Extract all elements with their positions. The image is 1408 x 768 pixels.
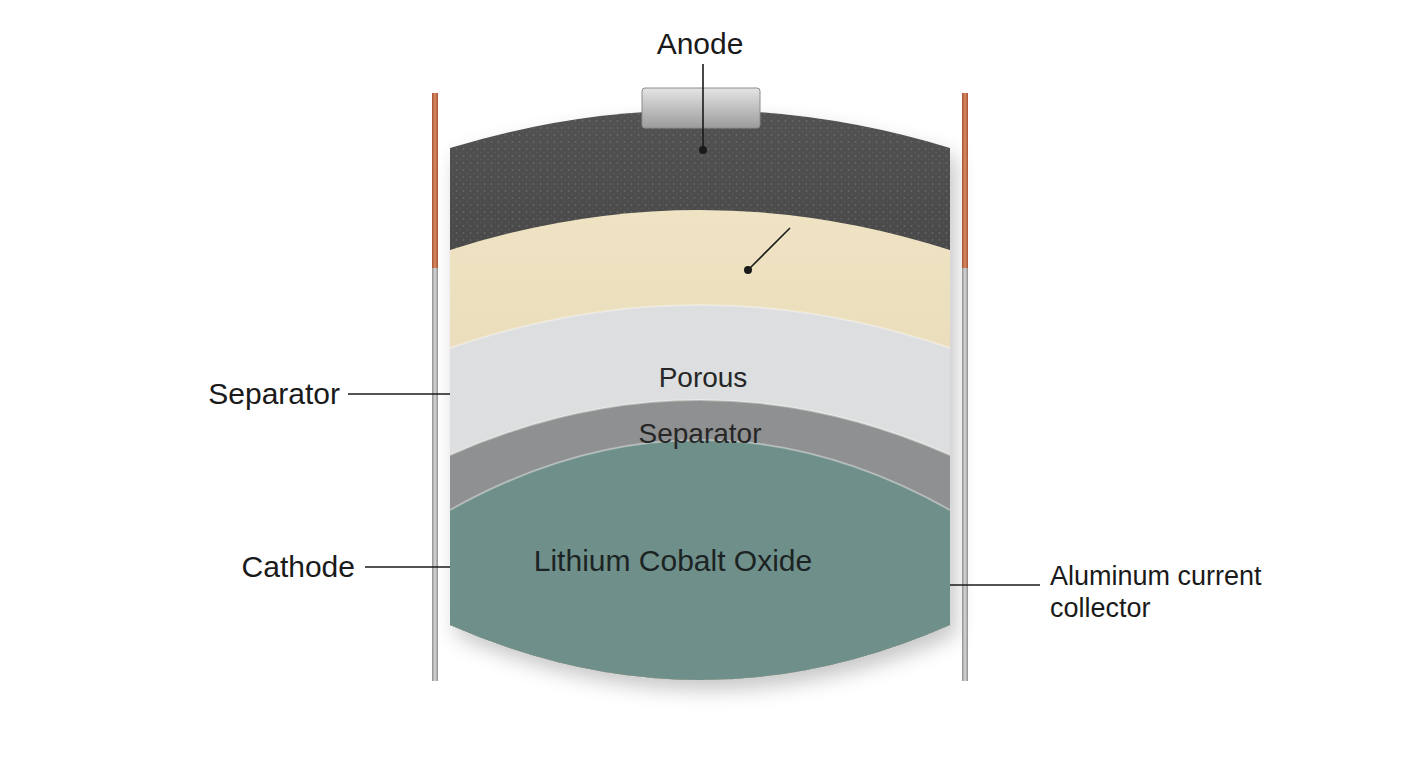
leader-dot xyxy=(889,581,897,589)
layer-band: Lithium Cobalt Oxide xyxy=(450,435,950,685)
copper-rod xyxy=(962,93,968,268)
cell-shadow xyxy=(450,110,950,680)
copper-rod xyxy=(432,93,438,268)
anode-texture xyxy=(450,110,950,680)
text-holder: Lithium Cobalt Oxide xyxy=(498,539,848,583)
label-holder: Aluminum current collector xyxy=(1050,552,1300,632)
layer-text: Porous xyxy=(659,361,748,395)
text-holder: Porous xyxy=(578,356,828,400)
band-highlight xyxy=(450,400,950,455)
band-highlight xyxy=(450,305,950,348)
leader-line xyxy=(702,64,704,150)
electrolyte-layer xyxy=(450,210,950,680)
part-label: Anode xyxy=(657,26,744,62)
part-label: Separator xyxy=(208,376,340,412)
part-label: Aluminum current collector xyxy=(1050,560,1300,625)
label-holder: Anode xyxy=(580,24,820,64)
label-holder: Separator xyxy=(100,372,340,416)
part-label: Cathode xyxy=(242,549,355,585)
leader-line xyxy=(893,584,1040,586)
leader-dot xyxy=(699,146,707,154)
leader-line xyxy=(365,566,490,568)
band-highlight xyxy=(450,440,950,510)
band-fill xyxy=(450,440,950,680)
terminal-tab xyxy=(642,88,760,128)
leader-line xyxy=(748,228,790,270)
label-holder: Cathode xyxy=(110,545,355,589)
layer-text: Separator xyxy=(639,417,762,451)
aluminum-rod xyxy=(432,268,438,681)
anode-layer xyxy=(450,110,950,680)
leader-dot xyxy=(536,390,544,398)
leader-line xyxy=(348,393,540,395)
leader-dot xyxy=(744,266,752,274)
layer-text: Lithium Cobalt Oxide xyxy=(534,543,812,579)
aluminum-rod xyxy=(962,268,968,681)
text-holder: Separator xyxy=(575,413,825,455)
